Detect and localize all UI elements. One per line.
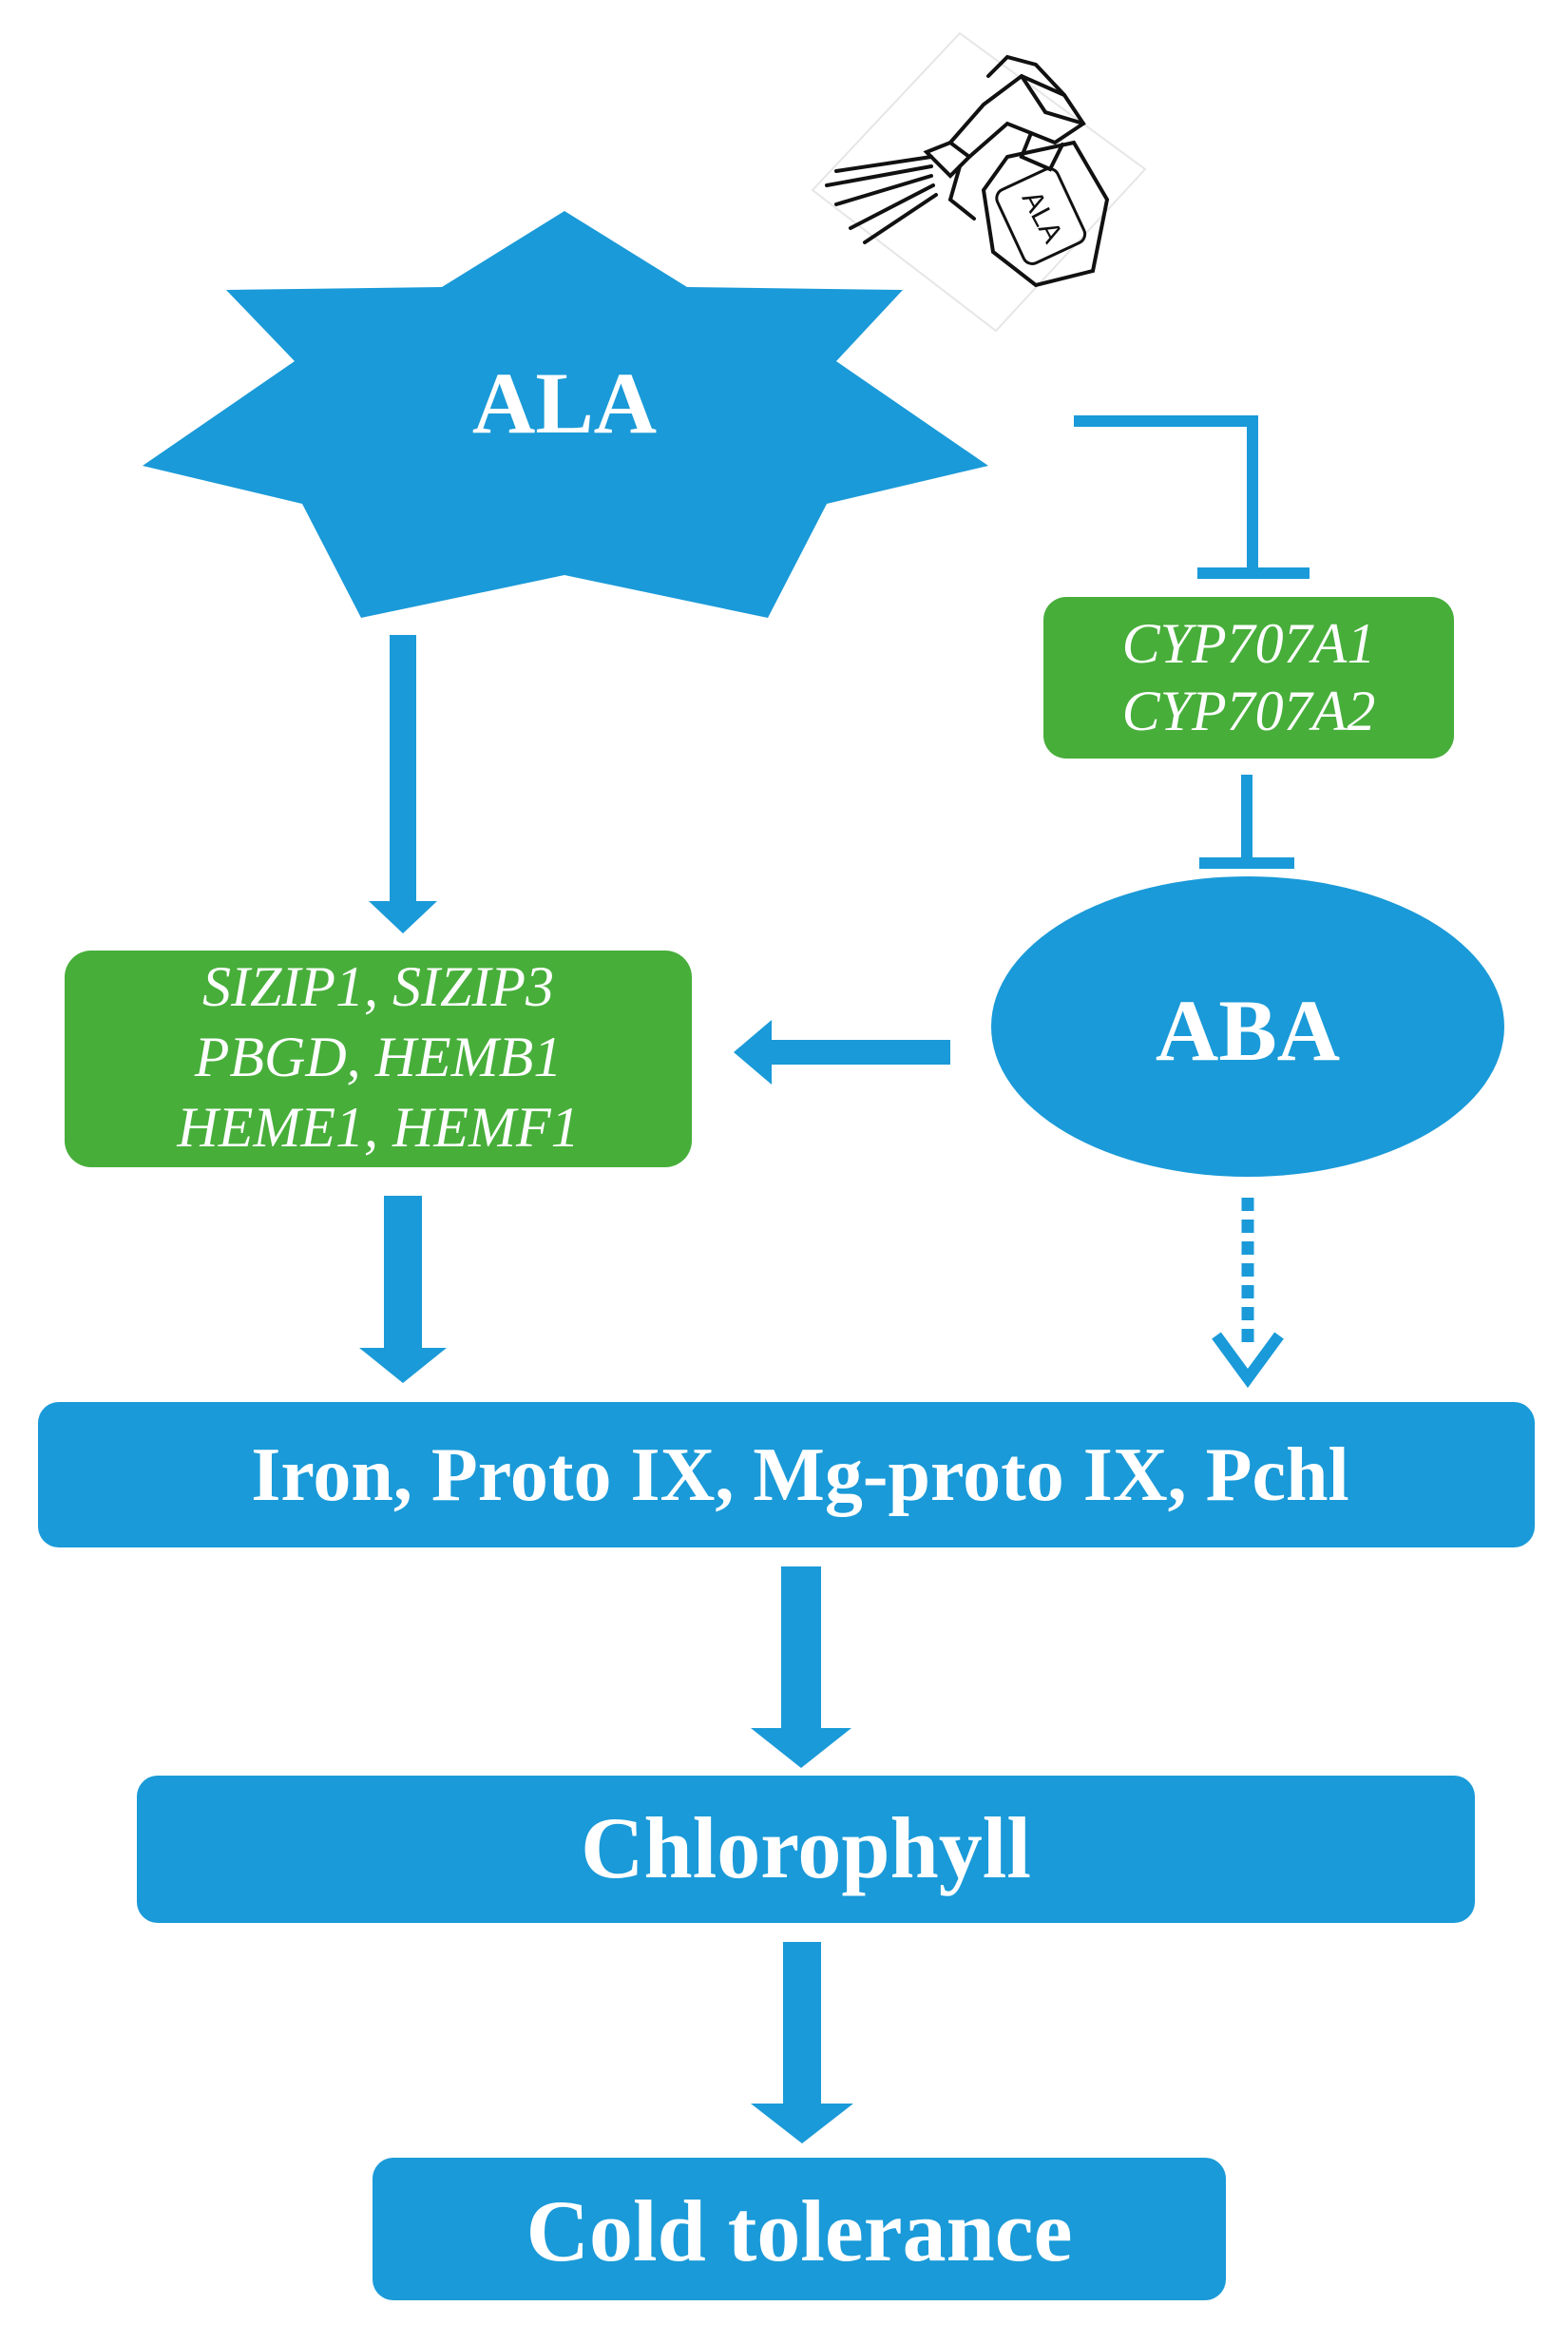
chlorophyll-label: Chlorophyll [581, 1799, 1031, 1896]
ala-label: ALA [472, 355, 657, 452]
aba-to-genes-arrow [734, 1020, 950, 1085]
cyp-gene-2: CYP707A2 [1122, 680, 1376, 742]
spray-bottle-icon: ALA [811, 31, 1147, 333]
aba-label: ABA [1156, 982, 1340, 1079]
target-gene-line-3: HEME1, HEMF1 [176, 1096, 579, 1159]
aba-to-intermediates-dashed-arrow [1212, 1198, 1284, 1389]
intermediates-to-chlorophyll-arrow [751, 1566, 851, 1768]
cold-tolerance-box: Cold tolerance [373, 2158, 1226, 2300]
cold-tolerance-label: Cold tolerance [526, 2182, 1073, 2279]
intermediates-box: Iron, Proto IX, Mg-proto IX, Pchl [38, 1402, 1535, 1547]
target-gene-line-2: PBGD, HEMB1 [194, 1026, 563, 1088]
chlorophyll-to-cold-tolerance-arrow [751, 1942, 853, 2143]
ala-inhibits-cyp-edge [1074, 415, 1310, 579]
target-gene-line-1: SIZIP1, SIZIP3 [202, 955, 554, 1018]
cyp-inhibits-aba-edge [1199, 775, 1294, 869]
ala-node: ALA [143, 211, 988, 618]
cyp-genes-box: CYP707A1 CYP707A2 [1043, 597, 1454, 759]
ala-star-shape [143, 211, 988, 618]
cyp-gene-1: CYP707A1 [1122, 612, 1376, 675]
aba-node: ABA [991, 876, 1504, 1177]
chlorophyll-box: Chlorophyll [137, 1776, 1475, 1923]
intermediates-label: Iron, Proto IX, Mg-proto IX, Pchl [251, 1433, 1349, 1517]
genes-to-intermediates-arrow [359, 1196, 447, 1383]
ala-to-genes-arrow [369, 635, 437, 933]
target-genes-box: SIZIP1, SIZIP3 PBGD, HEMB1 HEME1, HEMF1 [65, 951, 692, 1167]
